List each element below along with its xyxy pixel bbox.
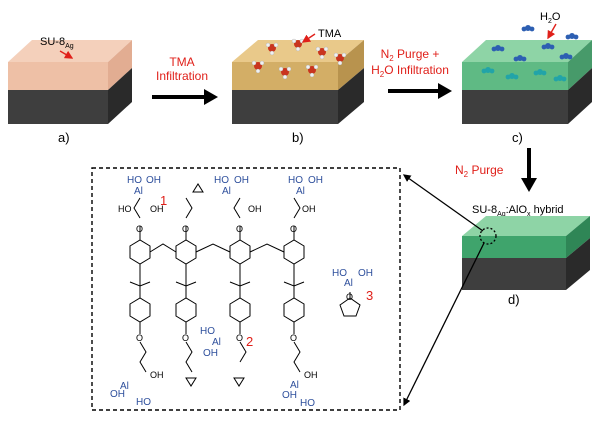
al-top3-oh: OH xyxy=(308,175,323,186)
o-label-9: O xyxy=(290,333,297,343)
al-bottom1-ho: HO xyxy=(136,397,151,408)
tma-arrowhead xyxy=(204,89,218,105)
panel-b-tma-label: TMA xyxy=(318,28,342,40)
panel-d-label: d) xyxy=(508,292,520,307)
al-bottom1-oh: OH xyxy=(110,389,125,400)
o-label-3: O xyxy=(182,224,189,234)
al-top2-al: Al xyxy=(222,186,231,197)
al-2-oh: OH xyxy=(203,348,218,359)
o-label-6: O xyxy=(136,333,143,343)
oxygen-labels: HO OH O O O OH O OH O O O O OH OH O xyxy=(118,204,353,380)
o-label-1: HO xyxy=(118,204,132,214)
structure-box xyxy=(91,167,401,411)
al-top3-ho: HO xyxy=(288,175,303,186)
panel-c-pointer xyxy=(547,23,557,40)
al-1-oh: OH xyxy=(146,175,161,186)
tma-molecules xyxy=(251,38,347,80)
o-label-4: O xyxy=(236,224,243,234)
al-1-al: Al xyxy=(134,186,143,197)
o-label-cyclo: O xyxy=(346,292,353,302)
o-label-7: O xyxy=(182,333,189,343)
h2o-arrowhead xyxy=(438,83,452,99)
zoom-line-bottom xyxy=(403,242,485,407)
purge-arrowhead xyxy=(521,178,537,192)
al-2-al: Al xyxy=(212,337,221,348)
al-top3-al: Al xyxy=(296,186,305,197)
h2o-arrow-line1: N2 Purge + xyxy=(381,47,440,63)
site-number-3: 3 xyxy=(366,288,373,303)
al-1-ho: HO xyxy=(127,175,142,186)
panel-b-pointer xyxy=(301,33,316,43)
panel-c-label: c) xyxy=(512,130,523,145)
o-label-5: O xyxy=(290,224,297,234)
panel-d-block xyxy=(462,216,590,290)
al-top2-ho: HO xyxy=(214,175,229,186)
site-number-2: 2 xyxy=(246,334,253,349)
h2o-arrow-line2: H2O Infiltration xyxy=(371,63,449,79)
o-label-2: O xyxy=(136,224,143,234)
zoom-line-top xyxy=(402,174,484,232)
al-3-al: Al xyxy=(344,278,353,289)
tma-arrow-line2: Infiltration xyxy=(156,69,208,83)
panel-a-pointer xyxy=(59,50,74,59)
al-bottom4-oh: OH xyxy=(282,390,297,401)
al-groups: HO OH Al HO OH Al HO OH Al HO OH Al HO O… xyxy=(110,175,373,409)
panel-d-title: SU-8Ag:AlOx hybrid xyxy=(472,204,564,218)
site-number-1: 1 xyxy=(160,193,167,208)
al-top2-oh: OH xyxy=(234,175,249,186)
panel-a-block xyxy=(8,40,132,124)
zoom-circle xyxy=(479,227,497,245)
panel-c-h2o-label: H2O xyxy=(540,11,561,25)
panel-a-label: a) xyxy=(58,130,70,145)
tma-arrow-line1: TMA xyxy=(169,55,194,69)
benzene-ring-top-3 xyxy=(229,239,251,265)
panel-c-block xyxy=(462,40,592,124)
oh-label-1: OH xyxy=(150,204,164,214)
al-bottom4-ho: HO xyxy=(300,398,315,409)
purge-arrow-label: N2 Purge xyxy=(455,163,504,179)
o-label-8: O xyxy=(236,333,243,343)
oh-label-5: OH xyxy=(302,204,316,214)
panel-b-label: b) xyxy=(292,130,304,145)
al-3-oh: OH xyxy=(358,268,373,279)
al-bottom1-al: Al xyxy=(120,381,129,392)
panel-b-block xyxy=(232,40,364,124)
al-2-ho: HO xyxy=(200,326,215,337)
benzene-ring-top-1 xyxy=(129,239,151,265)
oh-label-10: OH xyxy=(150,370,164,380)
oh-label-11: OH xyxy=(304,370,318,380)
oh-label-4: OH xyxy=(248,204,262,214)
al-bottom4-al: Al xyxy=(290,380,299,391)
benzene-ring-top-2 xyxy=(175,239,197,265)
h2o-molecules xyxy=(481,25,579,82)
benzene-ring-top-4 xyxy=(283,239,305,265)
site-numbers: 1 2 3 xyxy=(160,193,373,349)
chemical-structure xyxy=(129,183,361,387)
al-3-ho: HO xyxy=(332,268,347,279)
panel-a-layer-label: SU-8Ag xyxy=(40,36,74,50)
